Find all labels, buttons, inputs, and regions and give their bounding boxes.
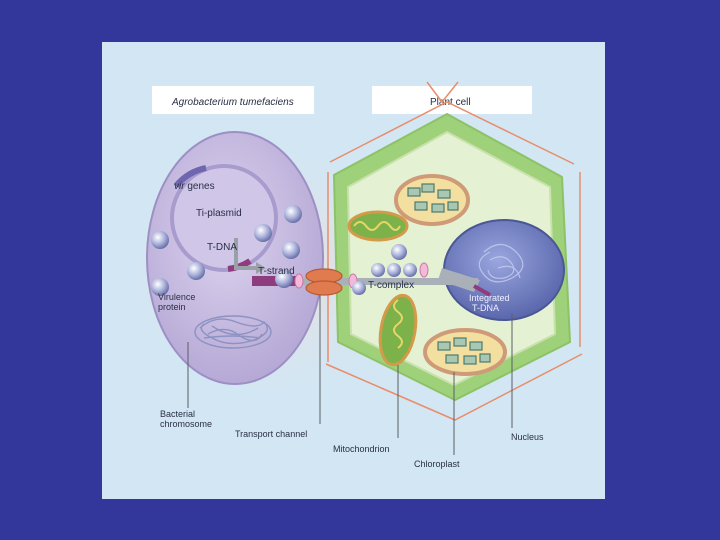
label-vir-genes: vir genes — [174, 181, 215, 192]
label-chloroplast: Chloroplast — [414, 459, 460, 469]
chloroplast-bottom — [423, 328, 507, 376]
label-virulence-protein-2: protein — [158, 302, 186, 312]
ti-plasmid — [170, 164, 278, 272]
conduit-arrowhead — [438, 268, 480, 292]
pointer-lines — [187, 295, 513, 455]
agrobacterium-diagram: Agrobacterium tumefaciens Plant cell — [122, 81, 583, 469]
chloroplast-top — [394, 174, 470, 226]
label-bacterial-chromosome-1: Bacterial — [160, 409, 195, 419]
chromatin — [478, 243, 524, 283]
nucleus — [443, 219, 565, 321]
cell-boundaries — [325, 81, 583, 421]
label-t-complex: T-complex — [368, 280, 414, 291]
mitochondrion-bottom — [378, 293, 418, 367]
t-strand-arrowhead — [256, 262, 266, 274]
conduit — [298, 278, 478, 285]
label-t-dna: T-DNA — [207, 242, 237, 253]
vir-genes-region — [173, 165, 207, 189]
t-complex-proteins — [352, 244, 417, 295]
label-mitochondrion: Mitochondrion — [333, 444, 390, 454]
label-integrated-1: Integrated — [469, 293, 510, 303]
label-bacterial-chromosome-2: chromosome — [160, 419, 212, 429]
label-integrated-2: T-DNA — [472, 303, 499, 313]
integration-site — [473, 284, 491, 297]
label-virulence-protein-1: Virulence — [158, 292, 195, 302]
label-t-strand: T-strand — [258, 266, 295, 277]
label-transport-channel: Transport channel — [235, 429, 307, 439]
mitochondrion-top — [347, 210, 409, 242]
vir-markers — [294, 262, 429, 289]
header-bacterium: Agrobacterium tumefaciens — [152, 86, 314, 114]
label-nucleus: Nucleus — [511, 432, 544, 442]
transport-channel — [305, 268, 343, 296]
virulence-proteins — [151, 205, 302, 296]
header-bacterium-text: Agrobacterium tumefaciens — [171, 97, 294, 108]
diagram-panel: Agrobacterium tumefaciens Plant cell — [102, 42, 605, 499]
bacterial-chromosome — [194, 315, 272, 349]
label-ti-plasmid: Ti-plasmid — [196, 208, 242, 219]
header-plant-text: Plant cell — [430, 97, 471, 108]
t-strand-arrow — [234, 238, 258, 270]
